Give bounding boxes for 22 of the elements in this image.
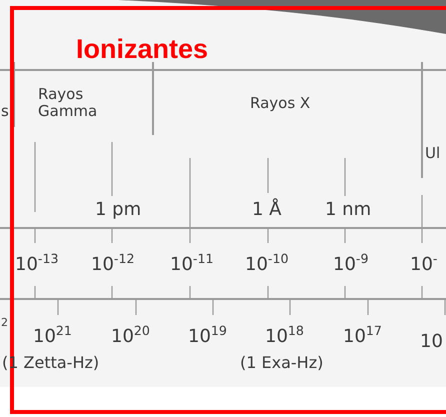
tick-value: 10$^{17}$ [343,327,382,347]
frequency-note: (1 Exa-Hz) [240,354,324,372]
wavelength-label: 1 Å [252,200,282,220]
band-label: Rayos Gamma [38,86,98,119]
tick-value: 10$^{-13}$ [15,255,58,275]
tick-value: 10 [420,332,443,352]
wavelength-label: 1 pm [95,200,142,220]
band-label: Rayos X [250,95,310,112]
section-title: Ionizantes [76,34,208,65]
tick-value: 10$^{-10}$ [245,255,288,275]
tick-value: 10$^{-}$ [410,255,438,275]
tick-value: 10$^{20}$ [111,327,150,347]
tick-value: 2 [1,317,8,330]
tick-value: 10$^{18}$ [265,327,304,347]
tick-value: 10$^{19}$ [188,327,227,347]
tick-value: 10$^{-11}$ [170,255,214,275]
band-label: s [1,103,9,120]
tick-value: 10$^{-9}$ [333,255,368,275]
wavelength-label: 1 nm [325,200,372,220]
tick-value: 10$^{-12}$ [91,255,134,275]
band-label: Ul [425,145,440,162]
tick-value: 10$^{21}$ [33,327,72,347]
